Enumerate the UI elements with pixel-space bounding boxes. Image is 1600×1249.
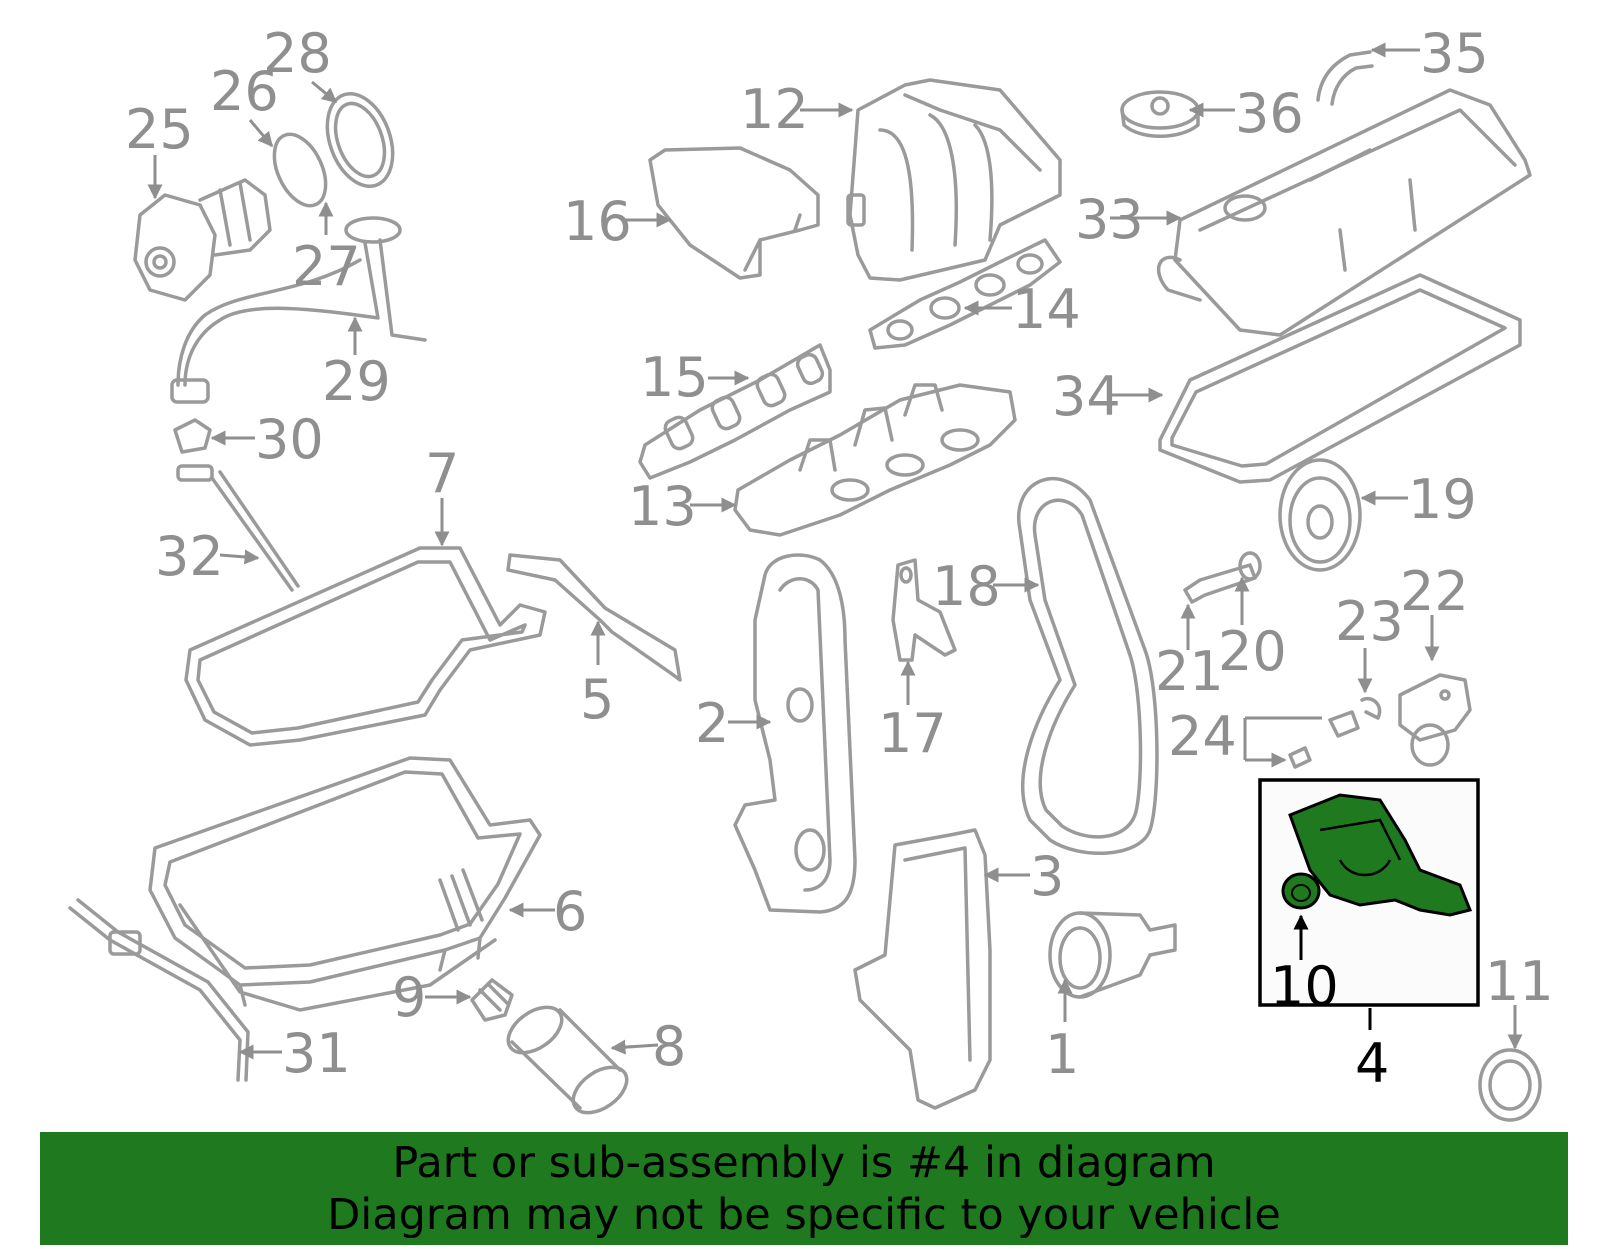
callout-7: 7: [425, 442, 459, 505]
callout-31: 31: [282, 1022, 351, 1085]
banner-line-1: Part or sub-assembly is #4 in diagram: [392, 1137, 1216, 1188]
callout-22: 22: [1400, 560, 1469, 623]
part-timing-belt: [1016, 477, 1159, 856]
callout-6: 6: [553, 880, 587, 943]
callout-11: 11: [1485, 950, 1554, 1013]
callout-26: 26: [210, 60, 279, 123]
part-timing-cover-lower: [853, 828, 992, 1110]
part-valve-cover: [1156, 88, 1532, 337]
part-small-bolts: [1288, 697, 1382, 769]
part-oil-pickup-tube: [170, 216, 427, 404]
part-bolt-washer: [1183, 551, 1262, 604]
callout-18: 18: [932, 555, 1001, 618]
part-intake-gasket: [868, 238, 1062, 350]
callout-32: 32: [155, 525, 224, 588]
part-exhaust-manifold: [733, 383, 1017, 537]
callout-28: 28: [263, 22, 332, 85]
callout-36: 36: [1235, 82, 1304, 145]
callout-15: 15: [640, 346, 709, 409]
callout-8: 8: [652, 1015, 686, 1078]
callout-10-highlight: 10: [1270, 955, 1339, 1018]
part-timing-cover-upper: [733, 553, 857, 914]
part-pump-seal: [325, 91, 395, 189]
info-banner: Part or sub-assembly is #4 in diagram Di…: [40, 1132, 1568, 1245]
callout-35: 35: [1420, 22, 1489, 85]
part-dipstick: [68, 898, 250, 1082]
callout-5: 5: [580, 668, 614, 731]
banner-line-2: Diagram may not be specific to your vehi…: [327, 1189, 1281, 1240]
part-pickup-gasket: [173, 418, 212, 454]
part-filter-adapter: [470, 978, 514, 1022]
part-oil-pan-gasket: [184, 546, 547, 747]
part-intake-manifold: [846, 78, 1062, 282]
callout-34: 34: [1052, 365, 1121, 428]
part-tensioner-bracket: [891, 558, 957, 662]
part-exhaust-gasket: [638, 343, 832, 480]
callout-20: 20: [1218, 620, 1287, 683]
callout-14: 14: [1012, 278, 1081, 341]
callout-3: 3: [1030, 845, 1064, 908]
callout-29: 29: [322, 350, 391, 413]
part-cam-sprocket: [1278, 458, 1362, 572]
part-crank-pulley: [1048, 911, 1177, 999]
part-oil-pan-seal: [506, 553, 682, 682]
callout-27: 27: [292, 235, 361, 298]
part-oil-fill-cap: [1120, 90, 1200, 138]
part-crank-seal: [1478, 1048, 1542, 1122]
callout-17: 17: [878, 702, 947, 765]
callout-16: 16: [563, 190, 632, 253]
leader-lines: [147, 42, 1523, 1060]
highlight-box-4: [1258, 778, 1480, 1007]
callout-23: 23: [1335, 590, 1404, 653]
part-gasket-ring: [272, 132, 328, 208]
highlighted-oil-pump-housing: [1288, 793, 1473, 917]
callout-19: 19: [1408, 468, 1477, 531]
part-tensioner: [1398, 673, 1472, 767]
callout-13: 13: [628, 475, 697, 538]
part-oil-filter: [506, 1005, 629, 1115]
callout-12: 12: [740, 78, 809, 141]
callout-33: 33: [1075, 188, 1144, 251]
callout-24: 24: [1168, 705, 1237, 768]
part-water-pump: [133, 178, 272, 302]
callout-2: 2: [695, 692, 729, 755]
callout-25: 25: [125, 98, 194, 161]
callout-1: 1: [1045, 1023, 1079, 1086]
part-oil-pan: [148, 756, 542, 1012]
part-valve-cover-gasket: [1158, 273, 1522, 484]
highlighted-seal-10: [1281, 872, 1321, 910]
callout-30: 30: [255, 408, 324, 471]
callout-21: 21: [1155, 640, 1224, 703]
part-breather-hose: [1316, 50, 1374, 106]
callout-9: 9: [392, 966, 426, 1029]
part-dipstick-tube: [176, 464, 300, 592]
part-manifold-cover: [648, 146, 820, 280]
callout-4-highlight: 4: [1355, 1032, 1389, 1095]
callout-labels: 25 26 28 27 29 30 32 7 5 6 31 9 8 12 16 …: [125, 22, 1554, 1095]
